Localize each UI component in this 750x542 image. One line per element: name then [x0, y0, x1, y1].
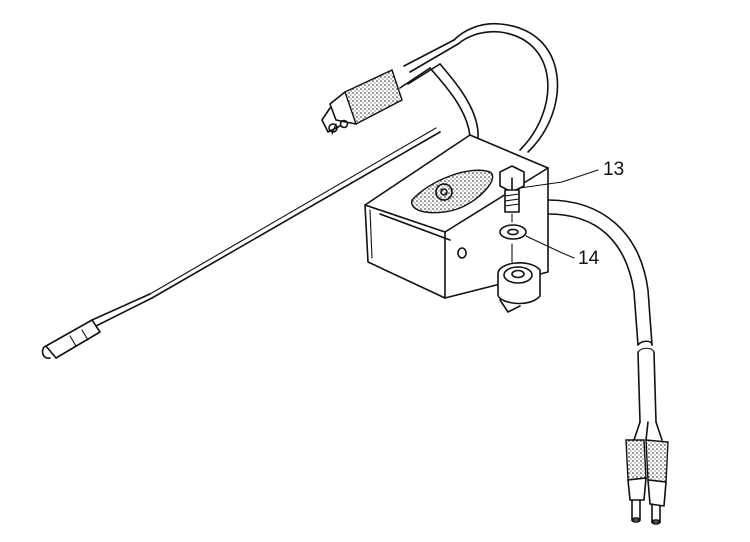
lower-connector: [625, 439, 669, 525]
callout-label-14: 14: [578, 248, 600, 269]
bolt-13: [499, 165, 525, 263]
upper-wire-harness: [399, 22, 559, 153]
left-lead-wire: [91, 127, 441, 327]
ignition-module-body: [364, 134, 549, 313]
upper-connector: [321, 69, 403, 135]
right-wire-harness: [547, 199, 663, 441]
washer-14: [499, 224, 527, 240]
callout-label-13: 13: [603, 159, 624, 180]
left-terminal: [41, 319, 101, 359]
callout-leaders: [519, 169, 599, 259]
